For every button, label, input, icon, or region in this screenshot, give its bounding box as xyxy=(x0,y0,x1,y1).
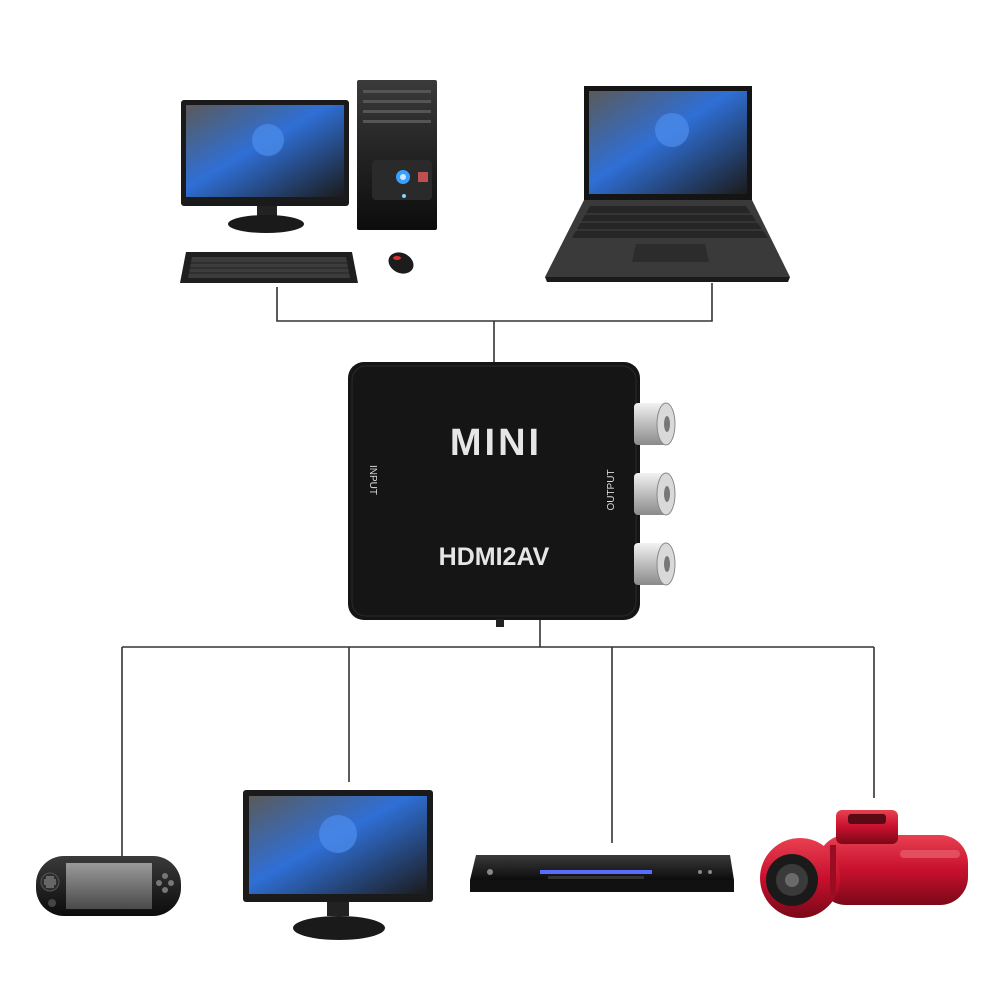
handheld-game-console xyxy=(36,856,181,916)
converter-model-label: HDMI2AV xyxy=(439,543,550,571)
desktop-link xyxy=(276,283,713,322)
connection-lines xyxy=(121,283,875,858)
dvd-display xyxy=(540,870,652,874)
rca-jack-audio-left xyxy=(634,472,676,516)
camcorder xyxy=(760,810,968,918)
dvd-tray xyxy=(548,876,644,879)
converter-brand-label: MINI xyxy=(450,422,542,464)
rca-jack-audio-right xyxy=(634,542,676,586)
input-port-label: INPUT xyxy=(367,465,378,495)
keyboard xyxy=(180,252,358,283)
dvd-player xyxy=(470,855,734,892)
laptop xyxy=(545,86,790,282)
console-screen xyxy=(66,863,152,909)
desktop-computer xyxy=(180,80,437,283)
power-port-icon xyxy=(496,619,504,627)
desktop-monitor xyxy=(181,100,349,233)
pc-tower xyxy=(357,80,437,230)
rca-jack-video xyxy=(634,402,676,446)
hdmi2av-converter: MINI HDMI2AV INPUT OUTPUT xyxy=(348,362,676,627)
output-port-label: OUTPUT xyxy=(606,469,617,510)
converter-body xyxy=(348,362,640,620)
mouse xyxy=(388,252,414,274)
output-monitor xyxy=(243,790,433,940)
